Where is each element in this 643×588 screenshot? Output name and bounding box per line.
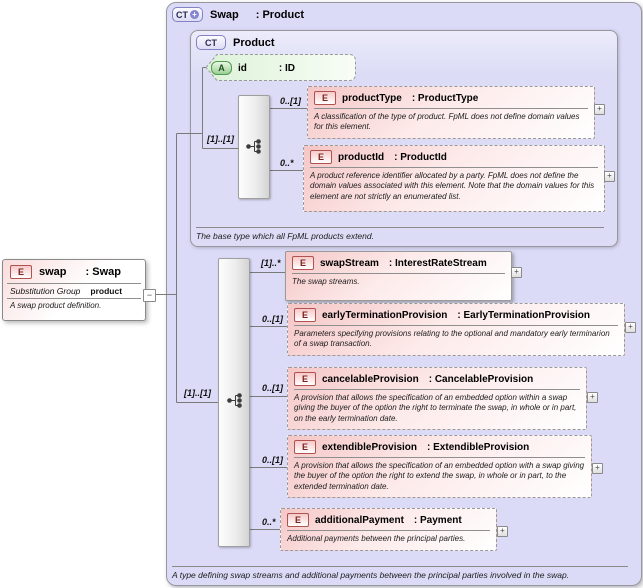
element-box-additionalPayment[interactable]: E additionalPayment : Payment Additional…	[280, 508, 497, 551]
element-icon: E	[294, 308, 316, 322]
complex-type-base: : Product	[255, 8, 305, 21]
complex-type-icon: CT	[196, 35, 226, 50]
element-icon: E	[10, 265, 32, 279]
element-icon: E	[292, 256, 314, 270]
element-type: : ExtendibleProvision	[427, 441, 530, 453]
element-name: swapStream	[320, 257, 379, 269]
element-box-productId[interactable]: E productId : ProductId A product refere…	[303, 145, 605, 212]
attribute-name: id	[238, 62, 247, 74]
element-icon: E	[314, 91, 336, 105]
element-type: : Swap	[85, 266, 121, 278]
base-type-header: CT Product	[196, 35, 275, 50]
complex-type-header: CT+ Swap : Product	[172, 7, 304, 22]
element-box-swap[interactable]: E swap : Swap Substitution Group product…	[2, 259, 146, 321]
element-type: : ProductId	[394, 151, 447, 163]
cardinality-label: 0..[1]	[262, 383, 284, 393]
element-name: cancelableProvision	[322, 373, 419, 385]
expand-button-extendibleProvision[interactable]: +	[592, 463, 603, 474]
element-type: : ProductType	[411, 92, 479, 104]
cardinality-label: [1]..[1]	[184, 388, 211, 398]
attribute-type: : ID	[278, 62, 295, 74]
cardinality-label: 0..[1]	[262, 314, 284, 324]
element-annotation: A provision that allows the specificatio…	[294, 461, 585, 491]
attribute-icon: A	[211, 61, 232, 75]
element-icon: E	[287, 513, 309, 527]
element-icon: E	[310, 150, 332, 164]
element-name: productId	[338, 151, 385, 163]
cardinality-label: [1]..*	[261, 258, 281, 268]
expand-button-earlyTerminationProvision[interactable]: +	[625, 322, 636, 333]
element-box-cancelableProvision[interactable]: E cancelableProvision : CancelableProvis…	[287, 367, 587, 431]
attribute-tag-shape	[205, 54, 356, 81]
sequence-icon	[227, 393, 242, 408]
element-annotation: Additional payments between the principa…	[287, 534, 466, 543]
cardinality-label: 0..[1]	[280, 96, 302, 106]
expand-button-additionalPayment[interactable]: +	[497, 526, 508, 537]
element-name: swap	[39, 266, 67, 278]
element-name: earlyTerminationProvision	[322, 309, 448, 321]
element-annotation: A product reference identifier allocated…	[310, 171, 595, 201]
cardinality-label: 0..*	[280, 158, 294, 168]
element-type: : EarlyTerminationProvision	[457, 309, 591, 321]
element-name: productType	[342, 92, 402, 104]
element-name: additionalPayment	[315, 514, 404, 526]
substitution-group-value[interactable]: product	[90, 286, 123, 296]
expand-button-productId[interactable]: +	[604, 171, 615, 182]
sequence-compositor-2[interactable]	[218, 258, 250, 547]
element-type: : InterestRateStream	[388, 257, 487, 269]
element-annotation: A classification of the type of product.…	[314, 112, 580, 132]
attribute-box-id[interactable]: A id : ID	[204, 53, 358, 87]
element-icon: E	[294, 372, 316, 386]
cardinality-label: 0..*	[262, 517, 276, 527]
element-box-extendibleProvision[interactable]: E extendibleProvision : ExtendibleProvis…	[287, 435, 592, 499]
collapse-button[interactable]: −	[143, 289, 156, 302]
substitution-group-label: Substitution Group	[10, 286, 81, 296]
cardinality-label: [1]..[1]	[207, 134, 234, 144]
element-annotation: The swap streams.	[292, 277, 360, 286]
element-box-swapStream[interactable]: E swapStream : InterestRateStream The sw…	[285, 251, 512, 301]
cardinality-label: 0..[1]	[262, 455, 284, 465]
element-box-earlyTerminationProvision[interactable]: E earlyTerminationProvision : EarlyTermi…	[287, 303, 625, 356]
element-box-productType[interactable]: E productType : ProductType A classifica…	[307, 86, 595, 139]
base-type-name: Product	[233, 36, 275, 49]
element-annotation: A provision that allows the specificatio…	[294, 393, 577, 423]
complex-type-footer-annotation: A type defining swap streams and additio…	[172, 566, 628, 580]
complex-type-name: Swap	[210, 8, 239, 21]
extension-plus-icon: +	[190, 10, 199, 19]
base-type-footer-annotation: The base type which all FpML products ex…	[196, 227, 604, 241]
element-type: : CancelableProvision	[428, 373, 534, 385]
expand-button-cancelableProvision[interactable]: +	[587, 392, 598, 403]
expand-button-swapStream[interactable]: +	[511, 267, 522, 278]
element-name: extendibleProvision	[322, 441, 418, 453]
expand-button-productType[interactable]: +	[594, 104, 605, 115]
element-annotation: Parameters specifying provisions relatin…	[294, 329, 610, 349]
element-annotation: A swap product definition.	[10, 301, 102, 310]
element-type: : Payment	[413, 514, 462, 526]
sequence-icon	[246, 139, 261, 154]
complex-type-extension-icon: CT+	[172, 7, 203, 22]
element-icon: E	[294, 440, 316, 454]
